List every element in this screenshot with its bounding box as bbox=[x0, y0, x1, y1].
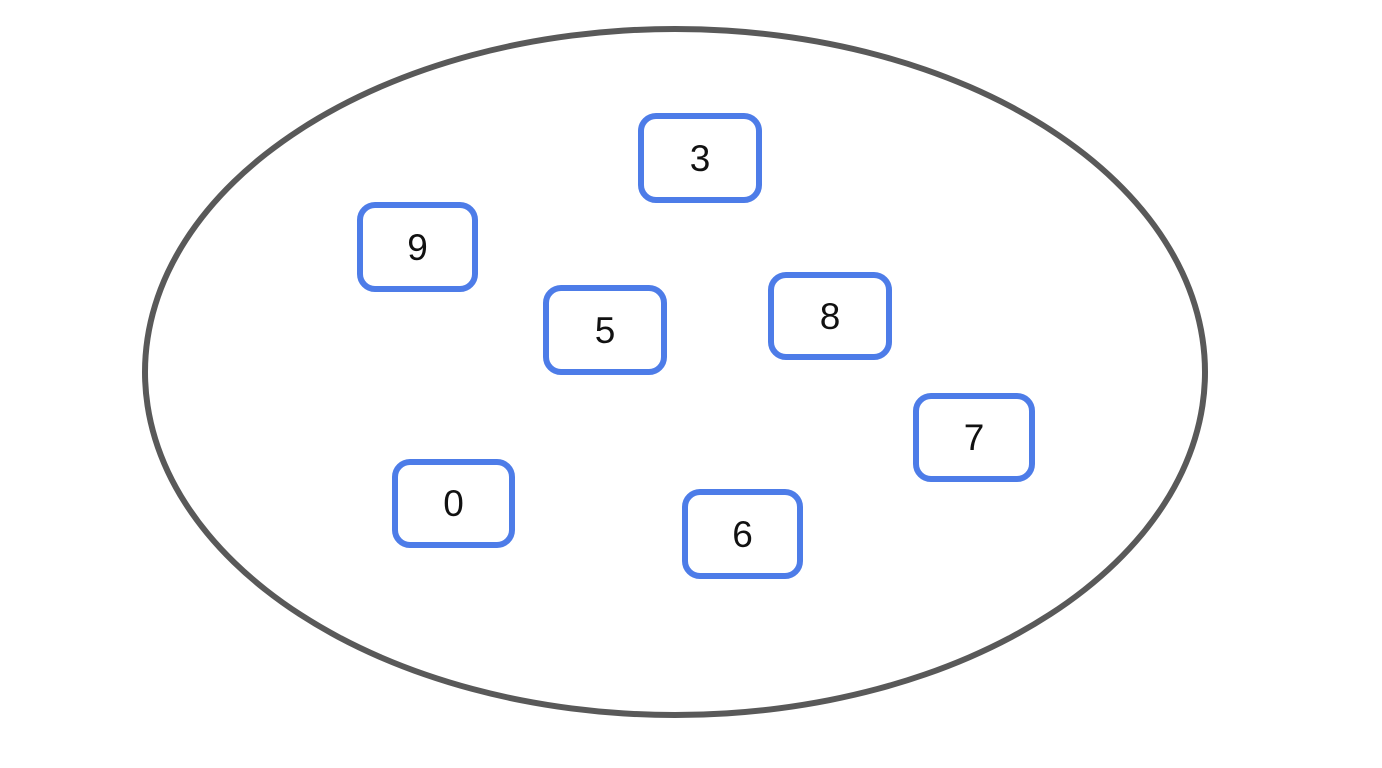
number-tile-5[interactable]: 5 bbox=[543, 285, 667, 375]
tile-number: 7 bbox=[963, 417, 985, 458]
tile-number: 0 bbox=[443, 483, 464, 524]
tile-number: 8 bbox=[819, 295, 841, 337]
tile-number: 3 bbox=[689, 137, 711, 179]
set-ellipse bbox=[142, 26, 1208, 718]
tile-number: 5 bbox=[594, 309, 616, 351]
tile-number: 6 bbox=[732, 513, 753, 555]
number-tile-3[interactable]: 3 bbox=[638, 113, 762, 203]
tile-number: 9 bbox=[407, 226, 428, 268]
number-tile-0[interactable]: 0 bbox=[392, 459, 515, 548]
number-tile-6[interactable]: 6 bbox=[682, 489, 803, 579]
number-tile-8[interactable]: 8 bbox=[768, 272, 892, 360]
number-tile-7[interactable]: 7 bbox=[913, 393, 1035, 482]
number-tile-9[interactable]: 9 bbox=[357, 202, 478, 292]
